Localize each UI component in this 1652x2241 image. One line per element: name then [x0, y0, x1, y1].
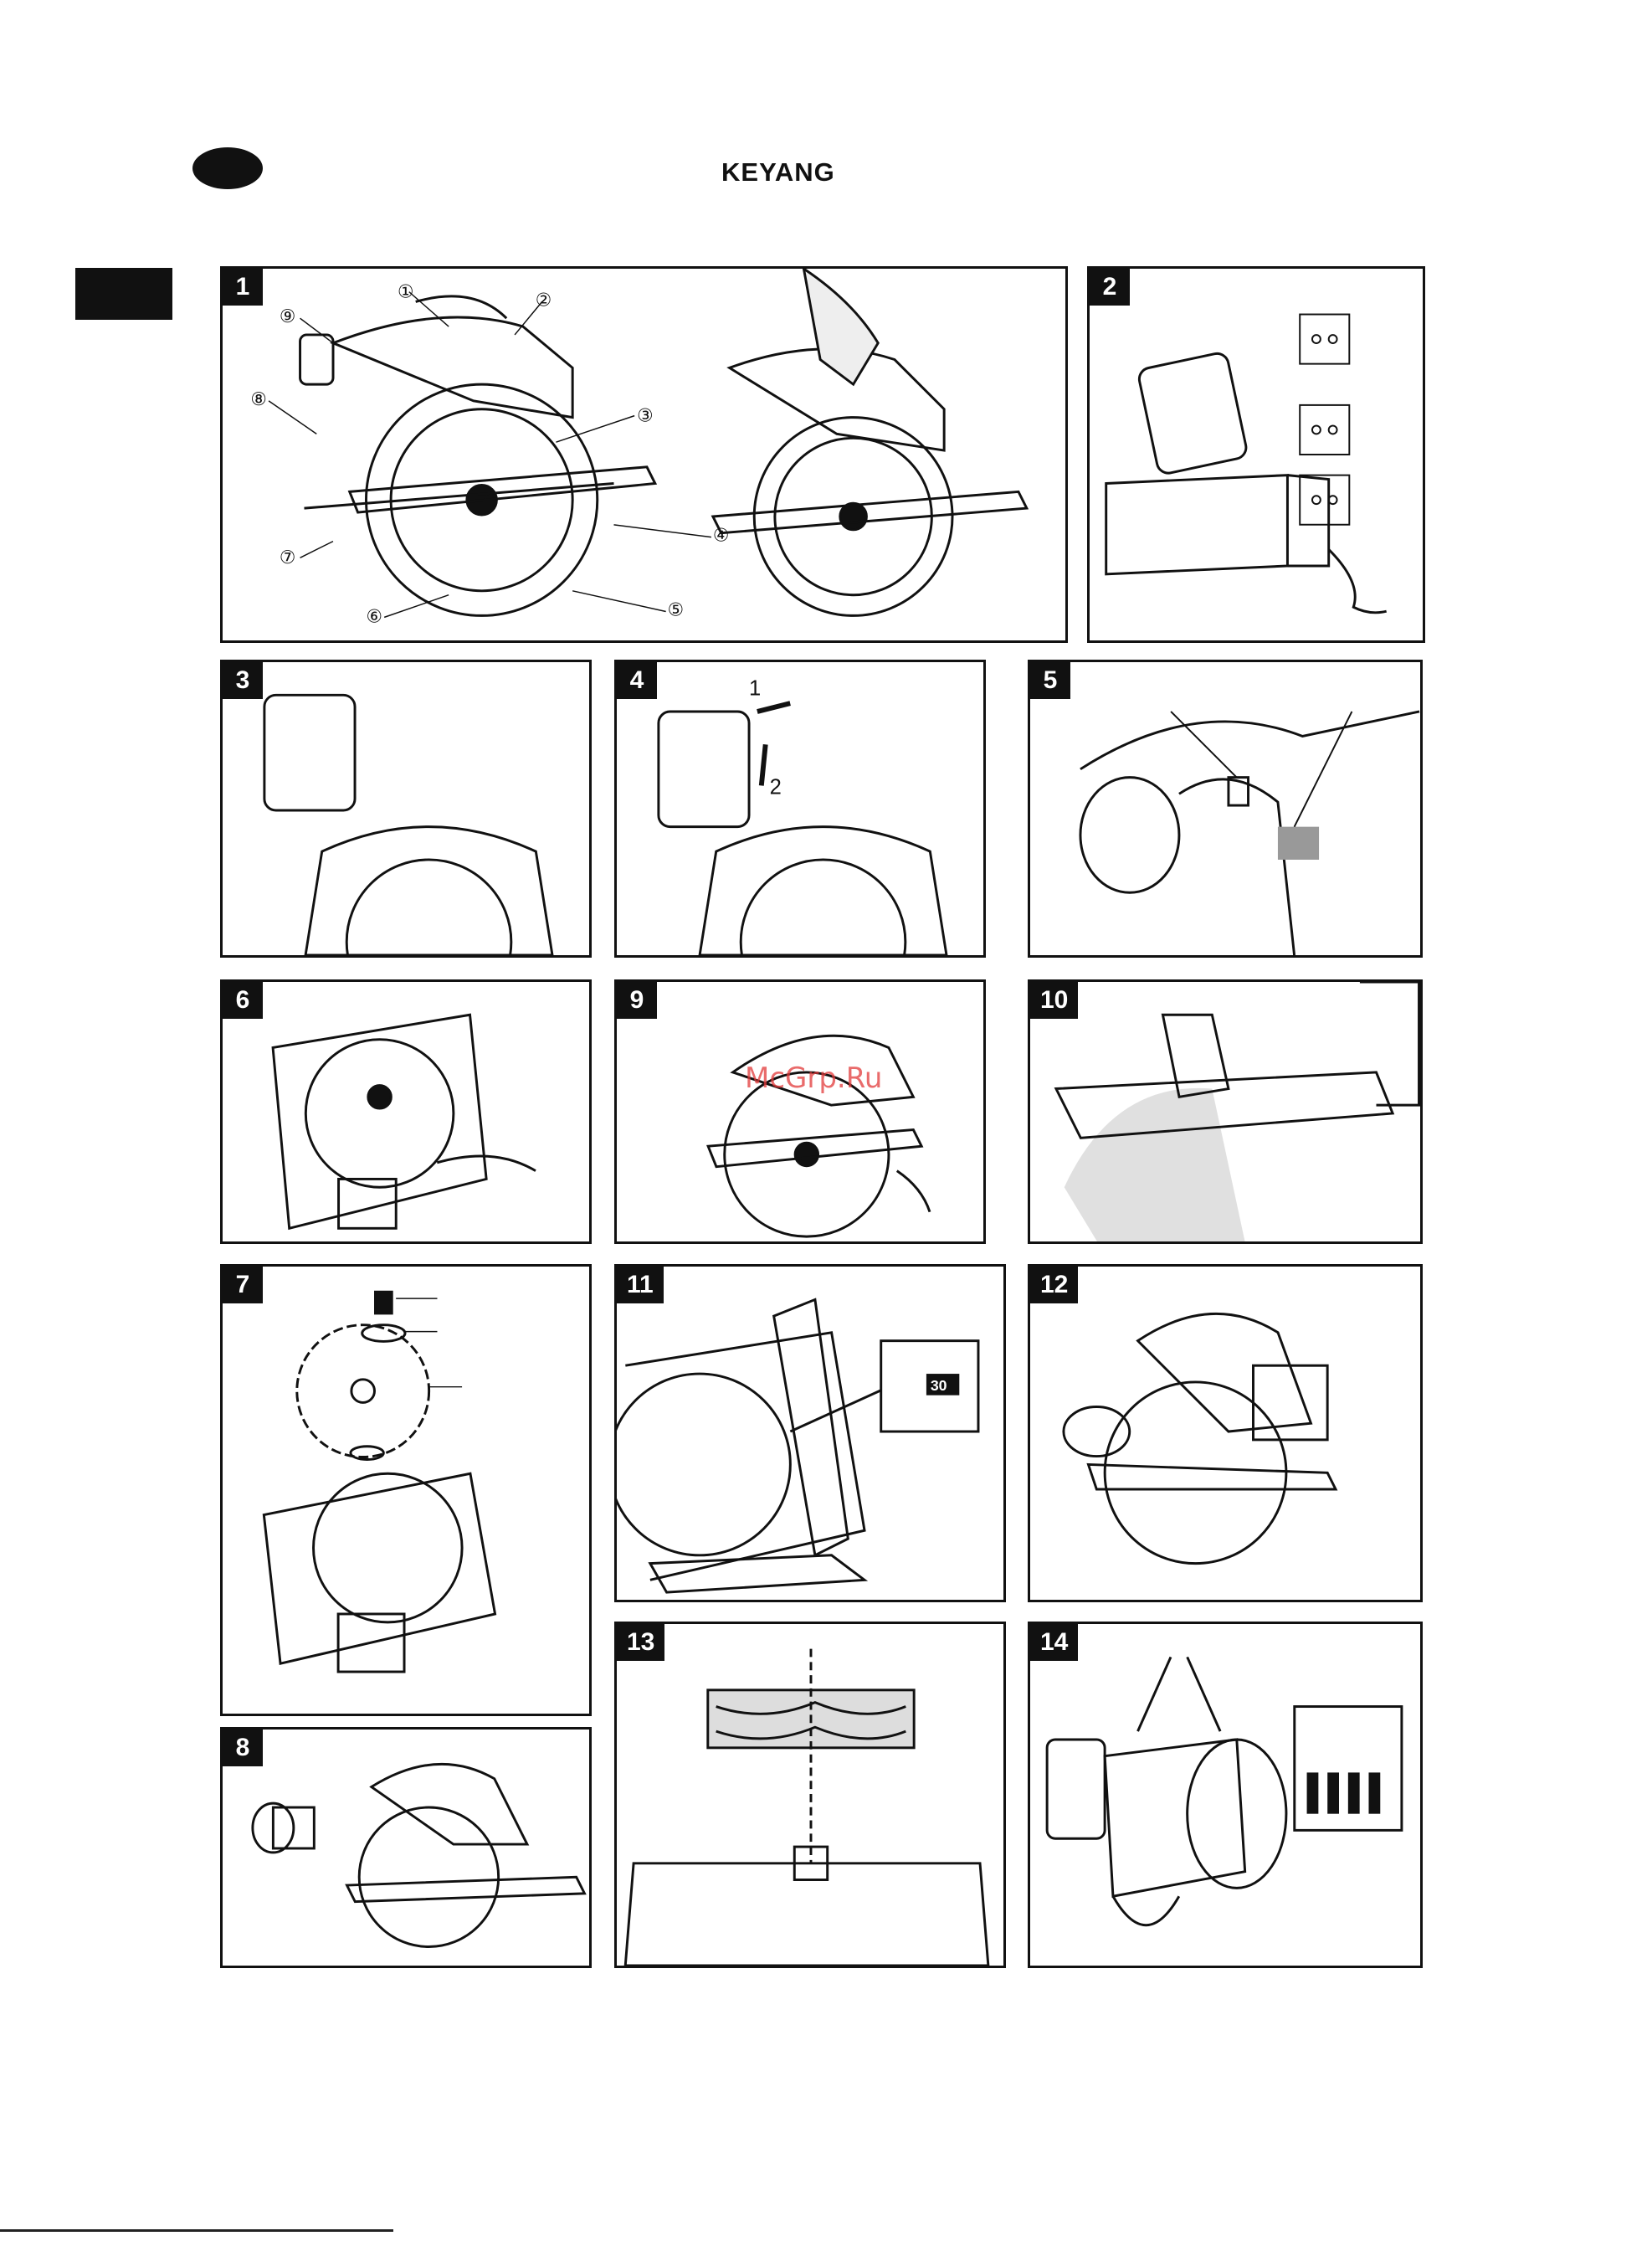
figure-panel-8: 8 — [220, 1727, 592, 1968]
battery-charger-illustration — [1090, 269, 1423, 640]
figure-panel-4: 4 1 2 — [614, 660, 986, 958]
led-light-illustration — [1030, 982, 1420, 1241]
footer-rule — [0, 2229, 393, 2232]
step-label-1: 1 — [749, 676, 761, 700]
language-badge — [192, 147, 263, 189]
bevel-scale-illustration: 30 — [617, 1267, 1003, 1600]
svg-text:⑦: ⑦ — [280, 547, 295, 568]
brand-logo: KEYANG — [721, 157, 835, 188]
step-label-2: 2 — [770, 775, 782, 799]
figure-panel-2: 2 — [1087, 266, 1425, 643]
figure-panel-5: 5 — [1028, 660, 1423, 958]
svg-text:①: ① — [398, 281, 413, 302]
svg-text:④: ④ — [713, 525, 729, 546]
figure-panel-10: 10 — [1028, 979, 1423, 1244]
circular-saw-overview-illustration: ① ② ③ ④ ⑤ ⑥ ⑦ ⑧ ⑨ — [223, 269, 1065, 640]
figure-panel-3: 3 — [220, 660, 592, 958]
figure-panel-14: 14 — [1028, 1622, 1423, 1968]
brush-replacement-illustration — [1030, 1624, 1420, 1966]
bevel-scale-value: 30 — [931, 1377, 947, 1394]
figure-panel-12: 12 — [1028, 1264, 1423, 1602]
figure-panel-1: 1 ① ② ③ ④ ⑤ ⑥ ⑦ ⑧ ⑨ — [220, 266, 1068, 643]
watermark: McGrp.Ru — [745, 1061, 882, 1095]
figure-panel-6: 6 — [220, 979, 592, 1244]
figure-panel-13: 13 — [614, 1622, 1006, 1968]
battery-indicator-illustration — [1030, 662, 1420, 955]
battery-insert-illustration — [223, 662, 589, 955]
cutting-guide-illustration — [617, 1624, 1003, 1966]
blade-exploded-view-illustration — [223, 1267, 589, 1714]
plug-icon-eu — [1300, 315, 1349, 364]
svg-text:⑧: ⑧ — [250, 388, 266, 409]
plug-icon-uk — [1300, 405, 1349, 455]
figure-panel-7: 7 — [220, 1264, 592, 1716]
figure-panel-11: 11 30 — [614, 1264, 1006, 1602]
dust-extraction-illustration — [223, 1730, 589, 1966]
svg-text:⑥: ⑥ — [366, 605, 382, 626]
battery-remove-illustration: 1 2 — [617, 662, 983, 955]
plug-icon-au — [1300, 475, 1349, 525]
cutting-operation-illustration — [1030, 1267, 1420, 1600]
figure-panel-9: 9 — [614, 979, 986, 1244]
section-tab — [75, 268, 172, 320]
bevel-adjust-illustration — [617, 982, 983, 1241]
svg-text:⑨: ⑨ — [280, 306, 295, 326]
blade-lock-illustration — [223, 982, 589, 1241]
svg-text:③: ③ — [637, 405, 653, 426]
svg-text:⑤: ⑤ — [668, 599, 684, 619]
